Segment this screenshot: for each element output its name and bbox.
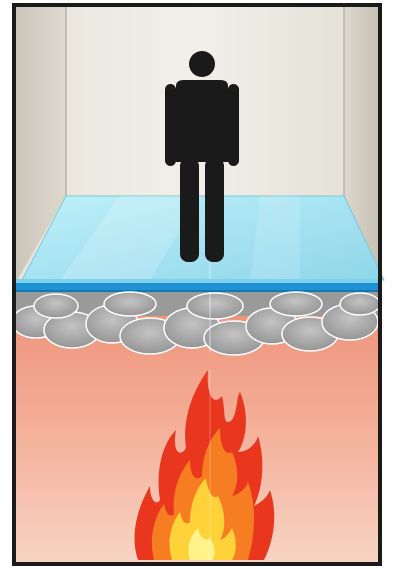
person-head (189, 51, 215, 77)
person-right-leg (205, 158, 224, 262)
fire-icon (134, 370, 275, 560)
person-right-arm (228, 84, 239, 166)
person-icon (165, 51, 239, 262)
person-torso (176, 80, 228, 162)
left-side-wall (16, 7, 66, 282)
glass-floor (21, 195, 385, 281)
flame-core (188, 528, 215, 560)
smoke-cloud (11, 291, 381, 356)
person-left-arm (165, 84, 176, 166)
person-left-leg (180, 158, 199, 262)
glass-slab (16, 279, 378, 292)
flame-inner (169, 478, 236, 560)
